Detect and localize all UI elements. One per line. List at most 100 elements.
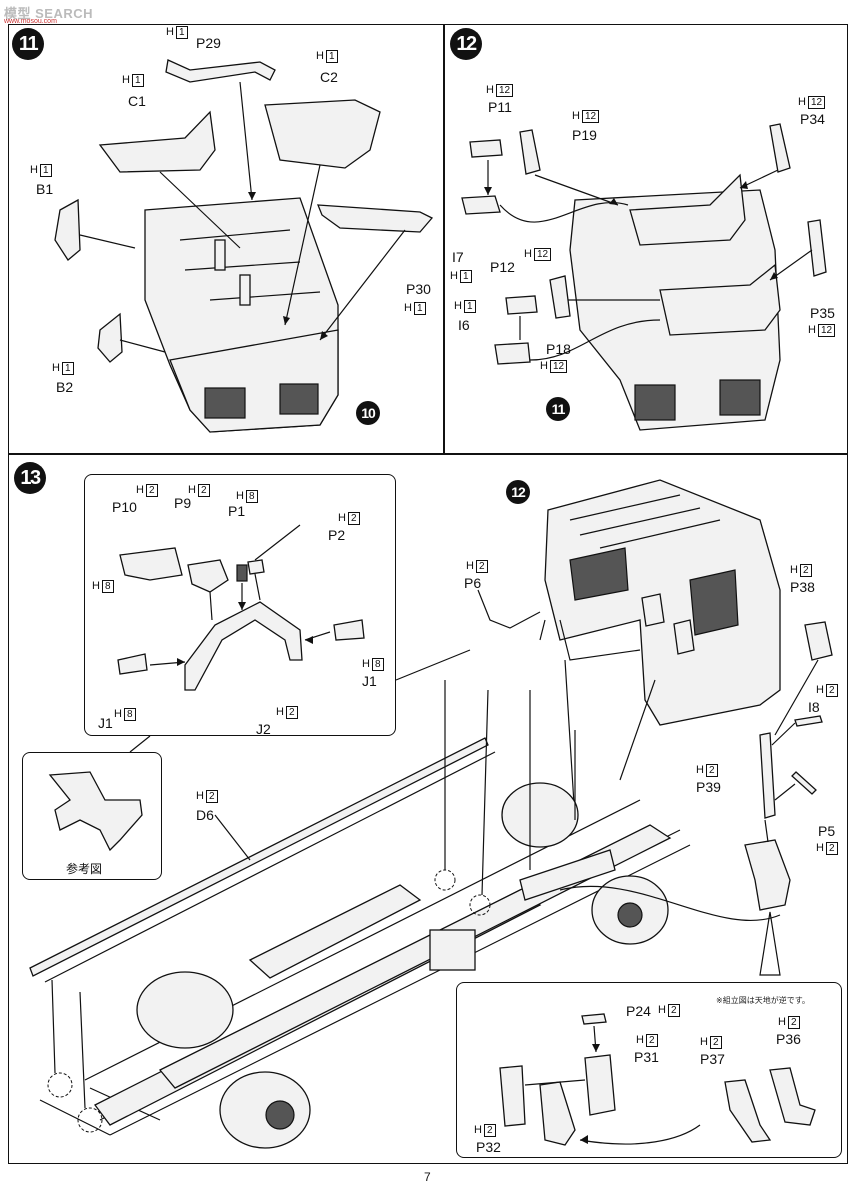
part-p10: [119, 547, 183, 581]
part-p9: [187, 559, 229, 593]
chassis-frame: [34, 739, 691, 1149]
part-p19: [519, 129, 541, 175]
cab-body-12: [569, 173, 781, 431]
part-c2: [264, 99, 381, 169]
label-i7: I7: [452, 249, 464, 265]
part-exhaust-assembly: [744, 839, 791, 911]
label-p10: P10: [112, 499, 137, 515]
page-number: 7: [424, 1170, 431, 1184]
part-c1: [98, 110, 216, 173]
label-c1: C1: [128, 93, 146, 109]
label-p2: P2: [328, 527, 346, 543]
label-p36: P36: [776, 1031, 801, 1047]
label-p18: P18: [546, 341, 571, 357]
label-p37: P37: [700, 1051, 725, 1067]
part-b2: [97, 312, 123, 363]
watermark-sub: www.mosou.com: [4, 18, 57, 25]
label-p34: P34: [800, 111, 825, 127]
step-ref-11-badge: 11: [546, 397, 570, 421]
part-b1: [54, 198, 81, 261]
part-pipe-assembly: [539, 1081, 576, 1146]
part-d6: [29, 737, 489, 977]
label-p6: P6: [464, 575, 482, 591]
label-p12: P12: [490, 259, 515, 275]
label-p31: P31: [634, 1049, 659, 1065]
label-d6: D6: [196, 807, 214, 823]
label-p39: P39: [696, 779, 721, 795]
label-i6: I6: [458, 317, 470, 333]
part-p32: [499, 1065, 526, 1127]
part-p38: [804, 621, 833, 661]
label-p32: P32: [476, 1139, 501, 1155]
panel-step-12: [444, 24, 848, 454]
step-13-badge: 13: [14, 462, 46, 494]
label-p35: P35: [810, 305, 835, 321]
label-j2: J2: [256, 721, 271, 737]
label-j1-right: J1: [362, 673, 377, 689]
step-ref-10-badge: 10: [356, 401, 380, 425]
step-11-badge: 11: [12, 28, 44, 60]
label-p29: P29: [196, 35, 221, 51]
label-p9: P9: [174, 495, 192, 511]
part-p36: [769, 1067, 816, 1126]
part-p1: [236, 564, 248, 582]
inset-reference: [22, 752, 162, 880]
watermark: 模型 SEARCH: [4, 6, 94, 21]
reference-caption: 参考図: [66, 862, 103, 876]
part-i7: [461, 195, 501, 215]
panel-step-13: [8, 454, 848, 1164]
part-p35: [807, 219, 827, 277]
cab-body-13: [544, 479, 781, 726]
label-c2: C2: [320, 69, 338, 85]
part-p5: [791, 771, 817, 795]
part-p31: [584, 1054, 616, 1116]
label-p1: P1: [228, 503, 246, 519]
label-j1-left: J1: [98, 715, 113, 731]
part-j1-left: [117, 653, 148, 675]
label-i8: I8: [808, 699, 820, 715]
reference-figure: [48, 771, 143, 852]
part-p37: [724, 1079, 772, 1143]
inset-exhaust: [456, 982, 842, 1158]
assembly-note: ※組立図は天地が逆です。: [716, 996, 810, 1005]
label-p19: P19: [572, 127, 597, 143]
part-p18: [549, 275, 571, 319]
label-b2: B2: [56, 379, 74, 395]
part-p29: [165, 59, 276, 83]
step-12-badge: 12: [450, 28, 482, 60]
part-p39: [759, 732, 776, 819]
label-p38: P38: [790, 579, 815, 595]
part-j1-right: [333, 619, 365, 641]
label-b1: B1: [36, 181, 54, 197]
